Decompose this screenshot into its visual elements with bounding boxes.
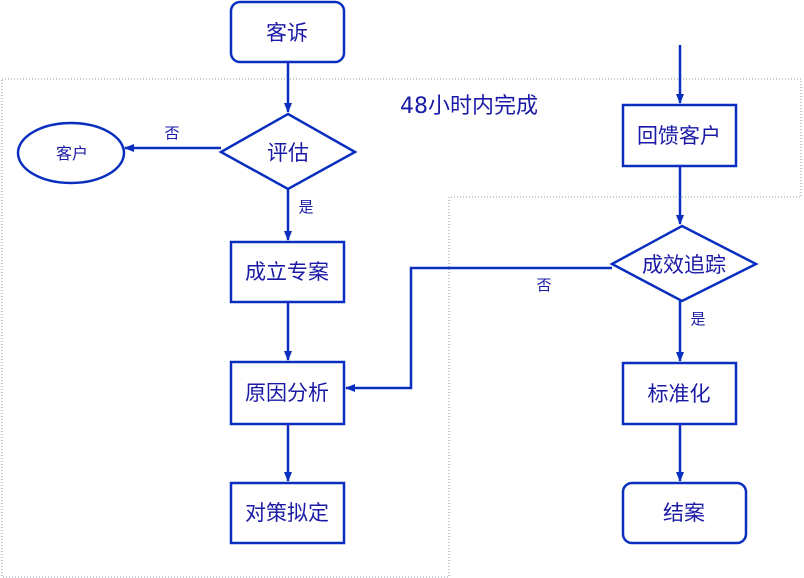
node-close-case-shape	[621, 481, 748, 545]
node-complaint-shape	[229, 0, 346, 64]
edge-evaluate-yes-label: 是	[298, 198, 313, 216]
node-effect-tracking-shape	[609, 224, 759, 303]
node-create-case-shape	[229, 240, 346, 304]
node-countermeasure-label: 对策拟定	[245, 501, 329, 525]
edge-tracking-no-label: 否	[536, 276, 551, 294]
node-customer-label: 客户	[56, 144, 88, 163]
node-customer-shape	[16, 121, 126, 185]
edge-tracking-yes-label: 是	[690, 310, 705, 328]
node-standardize-label: 标准化	[648, 382, 711, 406]
node-evaluate-label: 评估	[267, 141, 309, 165]
node-create-case-label: 成立专案	[245, 260, 329, 284]
node-root-cause-shape	[229, 360, 346, 426]
node-standardize-shape	[621, 361, 738, 426]
region-48h-label: 48小时内完成	[400, 94, 538, 119]
node-feedback-shape	[621, 103, 738, 168]
node-effect-tracking-label: 成效追踪	[642, 253, 726, 277]
node-complaint-label: 客诉	[266, 21, 308, 45]
node-feedback-label: 回馈客户	[637, 124, 721, 148]
node-evaluate-shape	[218, 112, 358, 191]
node-countermeasure-shape	[229, 481, 346, 545]
edge-tracking-analysis	[345, 266, 612, 392]
region-48h-border	[1, 78, 802, 578]
node-close-case-label: 结案	[663, 501, 705, 525]
node-root-cause-label: 原因分析	[245, 381, 329, 405]
edge-evaluate-no-label: 否	[164, 124, 179, 142]
